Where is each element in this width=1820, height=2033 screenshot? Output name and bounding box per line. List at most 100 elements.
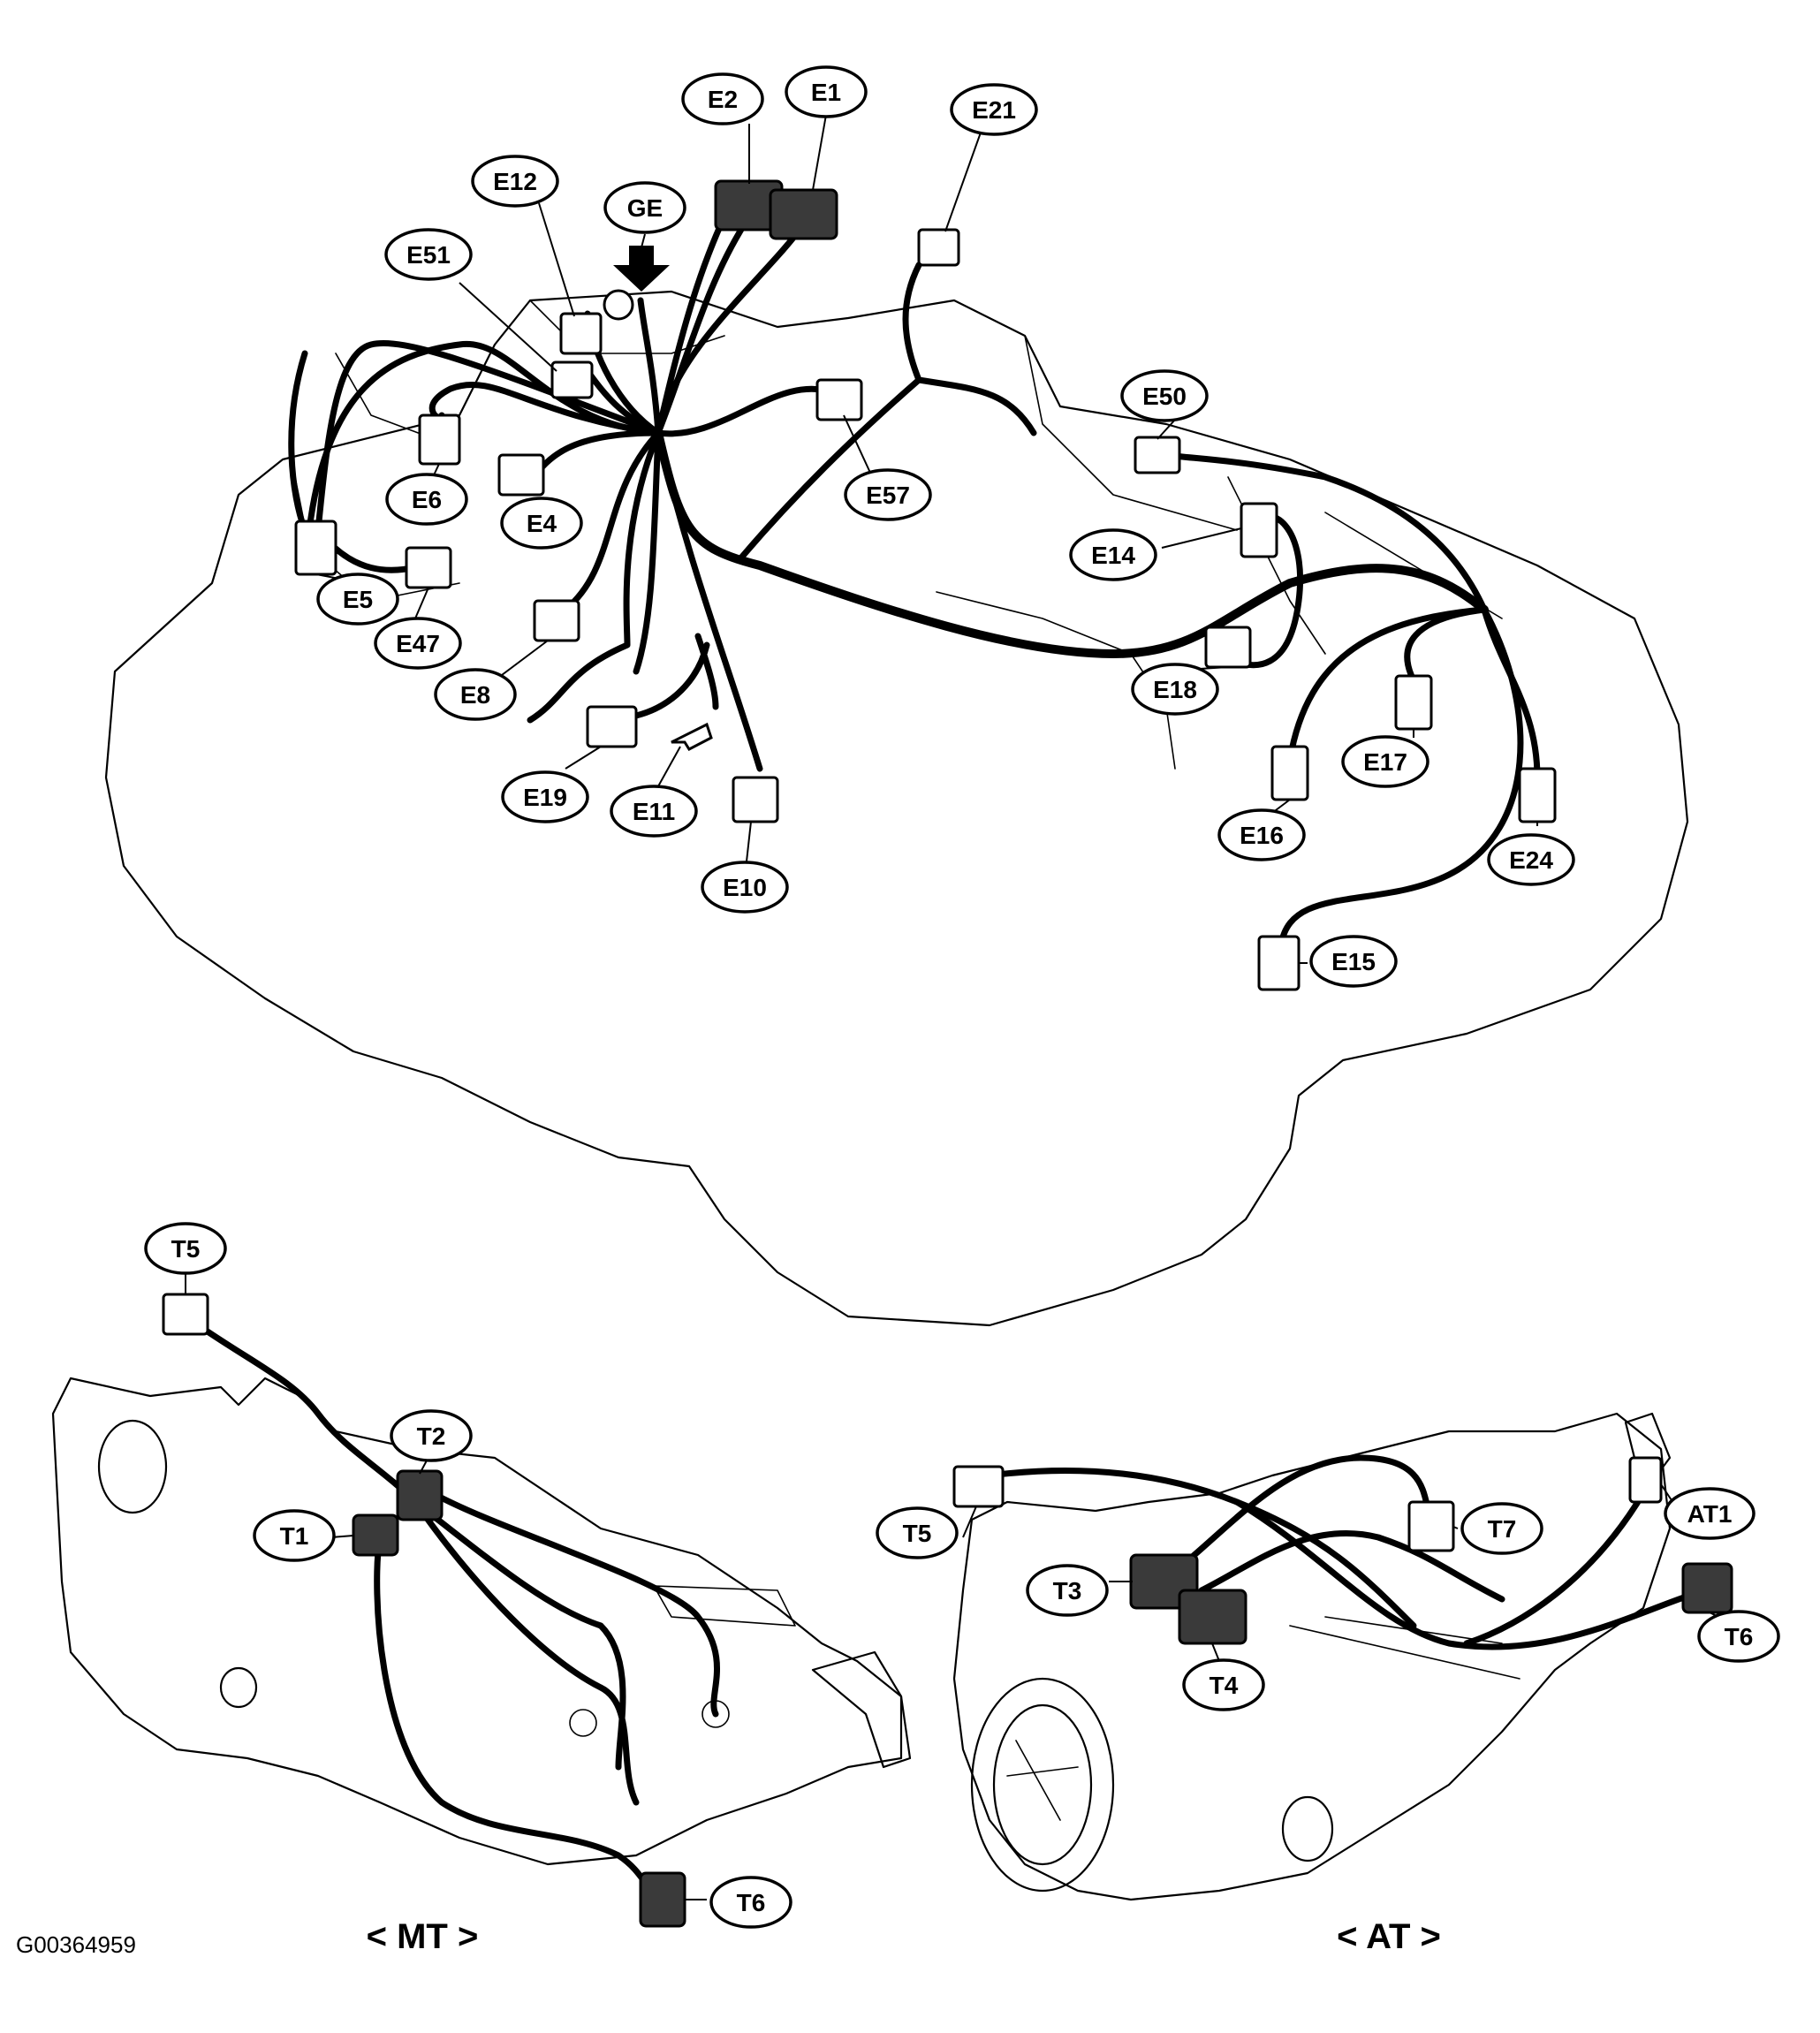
svg-text:T5: T5: [903, 1520, 932, 1547]
at-transmission: [952, 1412, 1733, 1901]
label-t6-at: T6: [1697, 1610, 1780, 1663]
label-t1: T1: [253, 1509, 336, 1562]
connector-t4: [1178, 1589, 1247, 1645]
svg-text:T6: T6: [737, 1889, 766, 1916]
connector-e17: [1394, 674, 1433, 731]
svg-text:GE: GE: [627, 194, 663, 222]
connector-e47: [405, 546, 452, 589]
svg-text:E21: E21: [972, 96, 1016, 124]
svg-text:T4: T4: [1210, 1672, 1239, 1699]
svg-text:E47: E47: [396, 630, 440, 657]
label-t5-mt: T5: [144, 1222, 227, 1275]
figure-id: G00364959: [16, 1931, 136, 1958]
svg-text:E57: E57: [866, 482, 910, 509]
connector-t6-mt: [639, 1871, 686, 1928]
label-e14: E14: [1069, 528, 1157, 581]
svg-text:E19: E19: [523, 784, 567, 811]
svg-text:E10: E10: [723, 874, 767, 901]
engine-connectors: [294, 179, 1557, 991]
connector-t7: [1407, 1500, 1455, 1552]
label-e8: E8: [434, 668, 517, 721]
connector-e21: [917, 228, 960, 267]
connector-e5: [294, 520, 337, 576]
label-e19: E19: [501, 770, 589, 823]
label-e1: E1: [785, 65, 868, 118]
svg-text:E50: E50: [1142, 383, 1187, 410]
caption-mt: < MT >: [367, 1917, 479, 1956]
svg-text:E11: E11: [633, 798, 675, 825]
connector-e4: [497, 453, 545, 497]
label-e5: E5: [316, 573, 399, 626]
connector-e8: [533, 599, 580, 642]
svg-text:T2: T2: [417, 1422, 446, 1450]
connector-t1: [352, 1513, 399, 1557]
svg-text:E5: E5: [343, 586, 373, 613]
label-at1: AT1: [1664, 1487, 1756, 1540]
label-e4: E4: [500, 497, 583, 550]
label-e17: E17: [1341, 735, 1429, 788]
label-e2: E2: [681, 72, 764, 125]
label-e50: E50: [1120, 369, 1209, 422]
connector-at1: [1628, 1456, 1663, 1504]
svg-text:E14: E14: [1091, 542, 1135, 569]
svg-text:E15: E15: [1331, 948, 1376, 975]
connector-t2: [396, 1469, 444, 1521]
svg-text:T1: T1: [280, 1522, 309, 1550]
ground-terminal-ge: [603, 289, 634, 321]
svg-text:E16: E16: [1240, 822, 1284, 849]
mt-transmission: [51, 1293, 912, 1928]
svg-text:T7: T7: [1488, 1515, 1517, 1543]
label-e11: E11: [610, 785, 698, 838]
connector-e10: [732, 776, 779, 823]
svg-text:E51: E51: [406, 241, 451, 269]
labels: E2 E1 E21 E12 GE E51 E50 E6 E4 E57 E14 E…: [144, 65, 1780, 1929]
caption-at: < AT >: [1337, 1917, 1441, 1956]
label-e24: E24: [1487, 833, 1575, 886]
label-e6: E6: [385, 473, 468, 526]
label-e51: E51: [384, 228, 473, 281]
connector-e6: [418, 413, 461, 466]
svg-text:T5: T5: [171, 1235, 201, 1263]
connector-e51: [550, 360, 594, 399]
label-ge: GE: [603, 181, 686, 234]
label-e18: E18: [1131, 663, 1219, 716]
ground-arrow: [613, 246, 670, 292]
connector-e11: [671, 722, 713, 751]
label-e57: E57: [844, 468, 932, 521]
connector-e18: [1204, 626, 1252, 669]
svg-text:E12: E12: [493, 168, 537, 195]
connector-e19: [586, 705, 638, 748]
svg-text:E2: E2: [708, 86, 738, 113]
svg-text:E4: E4: [527, 510, 557, 537]
connector-e57: [815, 378, 863, 421]
label-t4: T4: [1182, 1658, 1265, 1711]
svg-text:T6: T6: [1725, 1623, 1754, 1650]
label-e16: E16: [1217, 808, 1306, 861]
connector-e12: [559, 312, 603, 355]
connector-e15: [1257, 935, 1301, 991]
connector-e50: [1134, 436, 1181, 474]
svg-text:E17: E17: [1363, 748, 1407, 776]
svg-text:E6: E6: [412, 486, 442, 513]
label-e12: E12: [471, 155, 559, 208]
svg-text:E1: E1: [811, 79, 841, 106]
label-e15: E15: [1309, 935, 1398, 988]
connector-t5-at: [952, 1465, 1005, 1508]
label-t5-at: T5: [876, 1506, 959, 1559]
connector-e24: [1518, 767, 1557, 823]
connector-e1: [769, 188, 838, 240]
engine-outline: [104, 290, 1689, 1327]
label-t3: T3: [1026, 1564, 1109, 1617]
label-t6-mt: T6: [709, 1876, 792, 1929]
label-t7: T7: [1460, 1502, 1543, 1555]
svg-text:E24: E24: [1509, 846, 1553, 874]
connector-e14: [1240, 502, 1278, 558]
label-t2: T2: [390, 1409, 473, 1462]
svg-text:E18: E18: [1153, 676, 1197, 703]
connector-t6-at: [1681, 1562, 1733, 1614]
connector-t5-mt: [162, 1293, 209, 1336]
label-e10: E10: [701, 861, 789, 914]
svg-text:E8: E8: [460, 681, 490, 709]
label-e21: E21: [950, 83, 1038, 136]
